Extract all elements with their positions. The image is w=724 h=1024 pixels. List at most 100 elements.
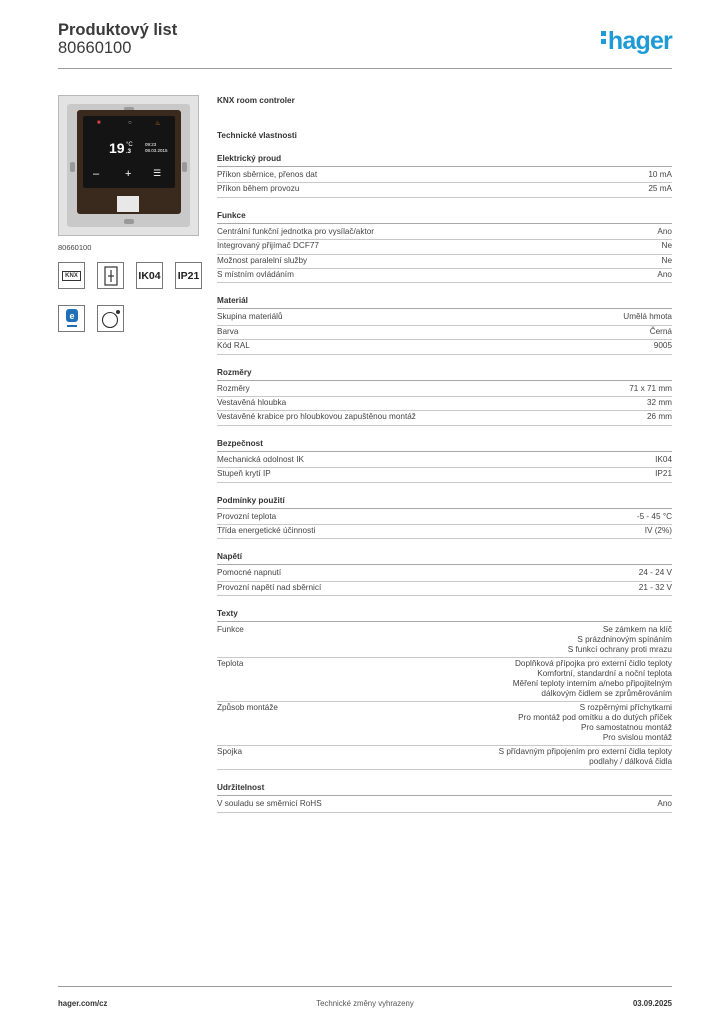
spec-value-line: Ano [657,270,672,279]
spec-row: Centrální funkční jednotka pro vysílač/a… [217,226,672,241]
section-title: Udržitelnost [217,783,672,797]
spec-value: Ne [662,256,672,266]
spec-value-line: S prázdninovým spínáním [577,635,672,645]
logo-text: hager [607,27,673,55]
rotary-control-icon [97,305,124,332]
spec-value: 9005 [654,341,672,351]
minus-icon: – [93,168,100,180]
spec-value-line: -5 - 45 °C [636,511,672,521]
hager-logo: hager [600,27,673,56]
spec-value-line: Ano [657,226,672,236]
spec-label: Vestavěné krabice pro hloubkovou zapuště… [217,412,416,422]
technical-properties-title: Technické vlastnosti [217,131,297,140]
spec-value: Ne [662,241,672,251]
spec-value-line: S rozpěrnými příchytkami [579,703,672,713]
spec-label: Rozměry [217,383,250,393]
spec-label: Mechanická odolnost IK [217,454,304,464]
spec-value: 32 mm [647,398,672,408]
product-name: KNX room controler [217,96,295,105]
plus-icon: + [125,168,132,180]
screen-time: 09:23 [145,142,157,147]
spec-value-line: Komfortní, standardní a noční teplota [537,669,672,679]
section-title: Funkce [217,211,672,224]
spec-label: Provozní napětí nad sběrnicí [217,582,322,592]
page-footer: hager.com/cz Technické změny vyhrazeny 0… [58,986,672,1010]
spec-value: 21 - 32 V [639,583,672,593]
section-title: Materiál [217,296,672,310]
spec-value-line: Černá [649,326,672,336]
spec-label: Kód RAL [217,341,250,351]
spec-value: 10 mA [648,170,672,180]
spec-value: 24 - 24 V [639,568,672,578]
section-title: Napětí [217,552,672,566]
spec-value-line: IV (2%) [644,526,672,535]
spec-label: Teplota [217,659,244,669]
spec-label: Příkon sběrnice, přenos dat [217,170,318,179]
spec-value-line: Měření teploty interním a/nebo připojite… [512,679,672,689]
spec-value-line: 26 mm [646,412,672,422]
spec-label: S místním ovládáním [217,270,294,279]
spec-value-line: Se zámkem na klíč [602,625,672,635]
spec-value-line: Ne [661,255,672,265]
spec-label: Provozní teplota [217,511,277,521]
energy-class-graphic: e [65,308,78,327]
spec-value: Doplňková přípojka pro externí čidlo tep… [513,659,672,699]
spec-row: Provozní napětí nad sběrnicí 21 - 32 V [217,582,672,597]
image-product-code: 80660100 [58,243,92,252]
spec-value-line: S funkcí ochrany proti mrazu [567,645,672,655]
spec-value-line: Doplňková přípojka pro externí čidlo tep… [514,659,672,669]
spec-label: Možnost paralelní služby [217,255,308,265]
footer-disclaimer: Technické změny vyhrazeny [316,999,414,1008]
spec-value-line: Ne [661,241,672,251]
spec-label: Funkce [217,625,244,635]
spec-label: Stupeň krytí IP [217,469,271,479]
power-icon: ○ [128,120,132,126]
spec-value-line: dálkovým čidlem se zprůměrováním [541,689,672,699]
spec-row: Teplota Doplňková přípojka pro externí či… [217,658,672,703]
footer-date: 03.09.2025 [632,999,672,1008]
spec-value-line: Pro montáž pod omítku a do dutých příček [518,713,672,723]
spec-row: Možnost paralelní služby Ne [217,255,672,269]
spec-value-line: podlahy / dálková čidla [589,757,672,767]
plate-hole [124,107,134,112]
logo-dots-icon [600,28,606,47]
screen-temperature: 19 [109,140,125,156]
spec-row: Rozměry 71 x 71 mm [217,383,672,397]
knx-icon: KNX [58,262,85,289]
spec-value-line: 71 x 71 mm [629,383,672,393]
spec-label: Spojka [217,747,243,757]
spec-value-line: 25 mA [648,184,672,194]
spec-row: Provozní teplota -5 - 45 °C [217,511,672,525]
svg-text:e: e [69,311,74,321]
ip21-icon-label: IP21 [177,269,200,282]
section-title: Podmínky použití [217,496,672,509]
spec-value: IV (2%) [645,526,672,536]
spec-value: Ano [657,799,672,809]
spec-value-line: 21 - 32 V [638,582,672,592]
spec-label: Pomocné napnutí [217,568,282,578]
section-title: Rozměry [217,368,672,381]
ik04-icon: IK04 [136,262,163,289]
document-title: Produktový list [58,21,178,39]
spec-value: Černá [650,327,672,337]
spec-label: Integrovaný přijímač DCF77 [217,241,319,251]
spec-value: IP21 [655,469,672,479]
heating-icon: ■ [97,120,101,126]
spec-value: Ano [657,270,672,280]
rotary-control-graphic [101,309,120,328]
mounting-icon [97,262,124,289]
